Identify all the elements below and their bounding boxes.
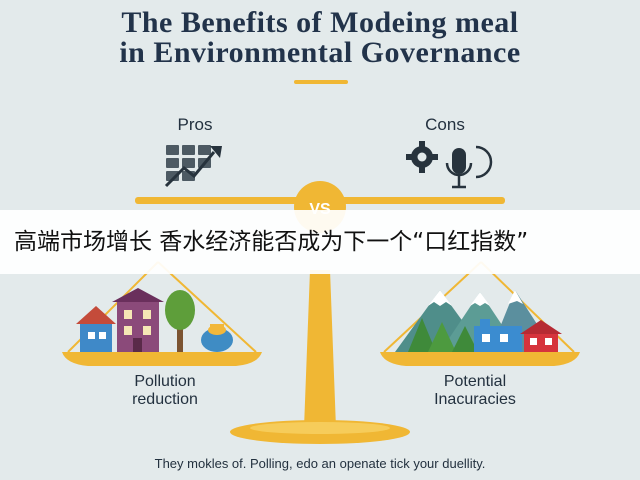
gear-icon (406, 141, 438, 173)
cons-heading: Cons (425, 115, 465, 134)
headline-banner: 高端市场增长 香水经济能否成为下一个“口红指数” (0, 210, 640, 274)
left-caption-line-1: Pollution (134, 373, 196, 390)
scale-pillar (304, 270, 336, 428)
growth-chart-icon (164, 145, 222, 188)
footer-text: They mokles of. Polling, edo an openate … (154, 456, 486, 471)
left-caption: Pollution reduction (95, 373, 235, 409)
right-caption-line-2: Inacuracies (434, 391, 516, 408)
right-pan (380, 352, 580, 366)
title-underline (294, 80, 348, 84)
right-caption-line-1: Potential (443, 373, 507, 390)
left-caption-line-2: reduction (132, 391, 198, 408)
right-caption: Potential Inacuracies (400, 373, 550, 409)
title-line-1: The Benefits of Modeing meal (121, 6, 519, 39)
title-line-2: in Environmental Governance (119, 36, 521, 69)
right-pan-scene (395, 290, 562, 352)
pros-heading: Pros (177, 115, 213, 134)
microphone-icon (445, 148, 473, 189)
left-pan (62, 352, 262, 366)
headline-text: 高端市场增长 香水经济能否成为下一个“口红指数” (14, 229, 529, 255)
left-pan-scene (76, 288, 233, 352)
